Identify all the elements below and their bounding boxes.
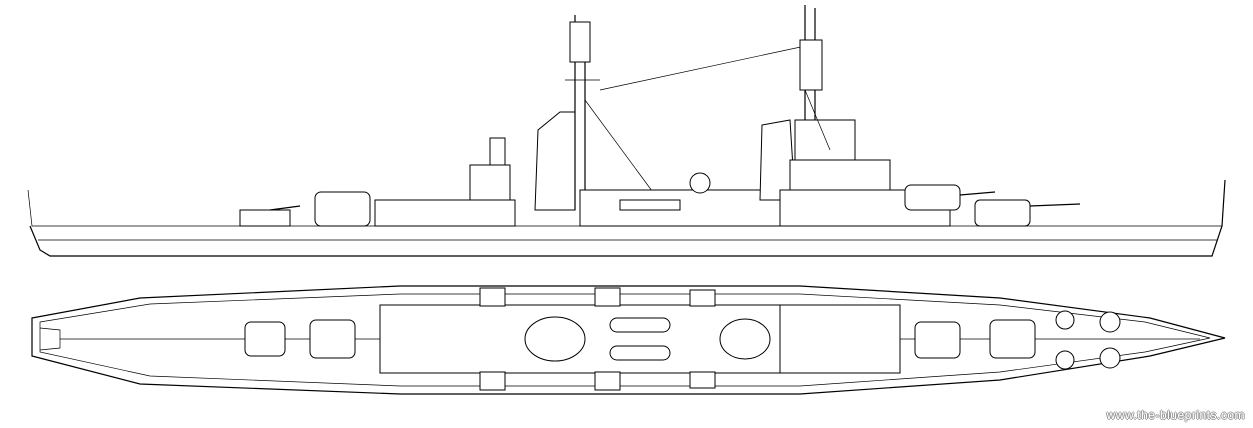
secondary-mounts — [479, 287, 716, 391]
fore-mast — [789, 5, 891, 201]
watermark: www.the-blueprints.com — [1106, 408, 1245, 422]
aft-funnel — [534, 111, 576, 211]
top-plan-view — [31, 285, 1226, 395]
turrets — [244, 310, 1121, 370]
hull-side — [29, 179, 1226, 257]
side-profile-view — [27, 5, 1226, 257]
aft-mast — [565, 15, 811, 210]
hull-plan — [31, 285, 1226, 395]
